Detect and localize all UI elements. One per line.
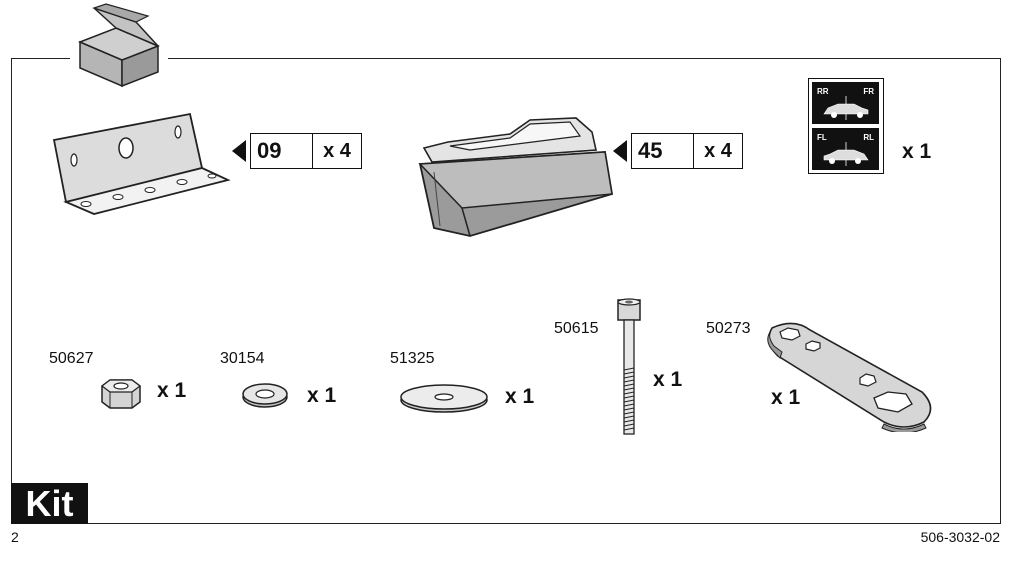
callout-code: 45: [632, 134, 694, 168]
sticker-bottom-panel: FL RL: [812, 128, 879, 170]
callout-qty: x 4: [704, 139, 732, 162]
callout-45: 45 x 4: [613, 133, 743, 169]
sticker-top-panel: RR FR: [812, 82, 879, 124]
part-number-50615: 50615: [554, 320, 599, 337]
part-qty-30154: x 1: [307, 384, 337, 407]
part-qty-50627: x 1: [157, 379, 187, 402]
sticker-label-rr: RR: [817, 87, 829, 96]
sticker-label-rl: RL: [863, 133, 874, 142]
part-number-51325: 51325: [390, 350, 435, 367]
small-washer-icon: [242, 383, 288, 408]
part-number-50627: 50627: [49, 350, 94, 367]
car-icon: [823, 142, 869, 166]
large-washer-icon: [400, 384, 488, 413]
bracket-icon: [52, 112, 231, 215]
page-number: 2: [11, 529, 19, 545]
page-frame: [11, 58, 1001, 524]
car-icon: [823, 96, 869, 120]
sticker-qty: x 1: [902, 140, 932, 163]
part-qty-50273: x 1: [771, 386, 801, 409]
bolt-icon: [617, 298, 641, 435]
wrench-icon: [767, 322, 932, 432]
part-qty-50615: x 1: [653, 368, 683, 391]
box-icon: [70, 2, 168, 88]
callout-09: 09 x 4: [232, 133, 362, 169]
part-qty-51325: x 1: [505, 385, 535, 408]
sticker-label-fl: FL: [817, 133, 827, 142]
part-number-30154: 30154: [220, 350, 265, 367]
document-number: 506-3032-02: [920, 529, 1000, 545]
nut-icon: [101, 379, 141, 409]
part-number-50273: 50273: [706, 320, 751, 337]
callout-code: 09: [251, 134, 313, 168]
position-sticker: RR FR FL RL: [808, 78, 884, 174]
foot-pad-icon: [418, 117, 614, 237]
section-label: Kit: [11, 483, 88, 524]
sticker-label-fr: FR: [863, 87, 874, 96]
callout-qty: x 4: [323, 139, 351, 162]
